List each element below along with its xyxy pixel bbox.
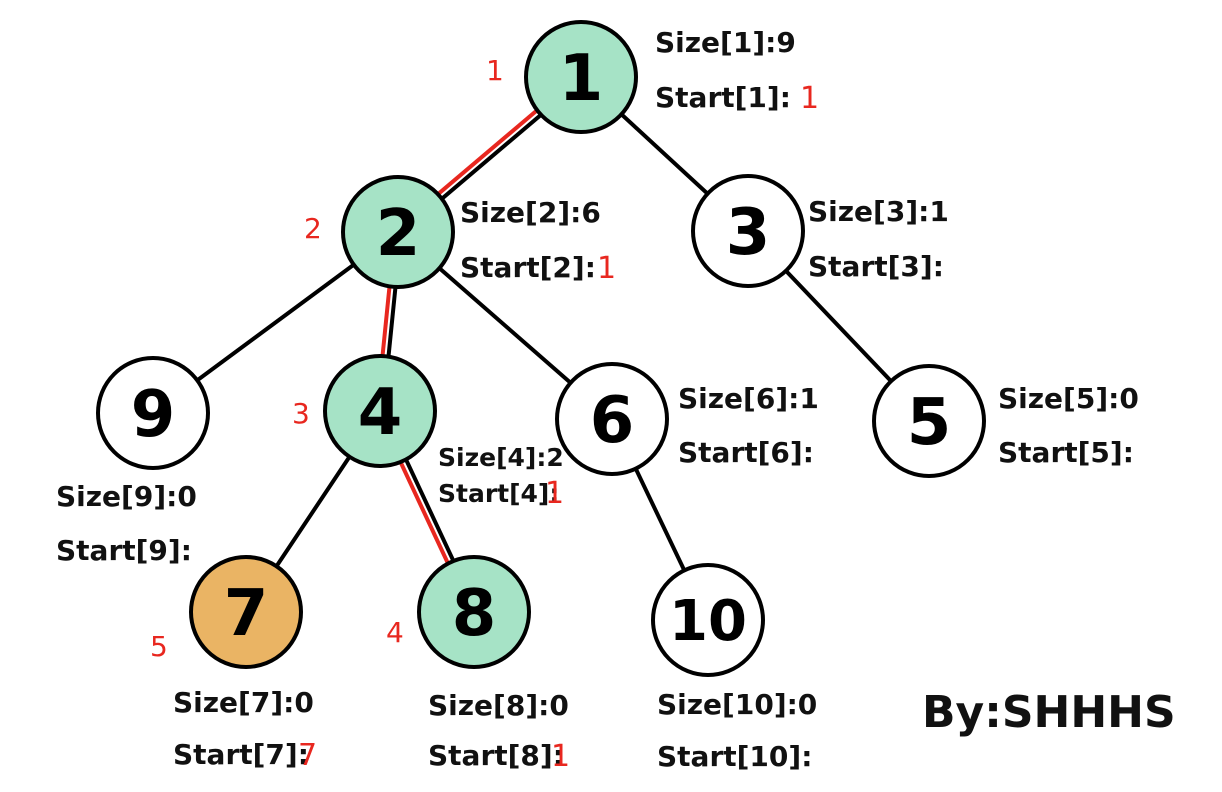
start-label-5: Start[5]: [998, 436, 1134, 469]
node-number-7: 7 [224, 577, 269, 651]
start-label-10: Start[10]: [657, 740, 812, 773]
visit-order-8: 4 [386, 616, 404, 649]
edges-layer [151, 73, 931, 621]
node-circle-5 [872, 364, 986, 478]
node-number-9: 9 [131, 378, 176, 452]
start-value-4: 1 [545, 476, 564, 511]
node-circle-4 [323, 354, 437, 468]
size-label-5: Size[5]:0 [998, 382, 1139, 415]
start-label-4: Start[4]: [438, 479, 559, 508]
tree-node-2: 2 [341, 175, 455, 289]
size-label-7: Size[7]:0 [173, 686, 314, 719]
start-label-8: Start[8]: [428, 739, 564, 772]
visit-order-1: 1 [486, 54, 504, 87]
node-number-6: 6 [590, 384, 635, 458]
tree-node-9: 9 [96, 356, 210, 470]
node-circle-8 [417, 555, 531, 669]
node-circle-2 [341, 175, 455, 289]
tree-node-3: 3 [691, 174, 805, 288]
nodes-layer: 1 2 3 9 4 6 5 7 8 10 [96, 20, 986, 677]
start-value-8: 1 [551, 739, 570, 774]
node-number-2: 2 [376, 197, 421, 271]
start-label-1: Start[1]: [655, 81, 791, 114]
labels-layer: Size[1]:9Start[1]:11Size[2]:6Start[2]:12… [56, 26, 1139, 774]
tree-node-10: 10 [651, 563, 765, 677]
start-value-1: 1 [800, 81, 819, 116]
author-credit: By:SHHHS [922, 687, 1176, 738]
start-value-7: 7 [298, 738, 317, 773]
tree-node-4: 4 [323, 354, 437, 468]
start-value-2: 1 [597, 251, 616, 286]
node-number-3: 3 [726, 196, 771, 270]
start-label-9: Start[9]: [56, 534, 192, 567]
node-circle-1 [524, 20, 638, 134]
start-label-3: Start[3]: [808, 250, 944, 283]
size-label-8: Size[8]:0 [428, 689, 569, 722]
size-label-2: Size[2]:6 [460, 196, 601, 229]
node-number-8: 8 [452, 577, 497, 651]
tree-node-5: 5 [872, 364, 986, 478]
visit-order-7: 5 [150, 630, 168, 663]
visit-order-4: 3 [292, 397, 310, 430]
start-label-2: Start[2]: [460, 251, 596, 284]
node-circle-10 [651, 563, 765, 677]
node-number-10: 10 [669, 589, 747, 654]
tree-node-6: 6 [555, 362, 669, 476]
size-label-10: Size[10]:0 [657, 688, 817, 721]
tree-node-8: 8 [417, 555, 531, 669]
node-number-5: 5 [907, 386, 952, 460]
node-circle-9 [96, 356, 210, 470]
tree-node-1: 1 [524, 20, 638, 134]
size-label-6: Size[6]:1 [678, 382, 819, 415]
node-circle-7 [189, 555, 303, 669]
node-circle-6 [555, 362, 669, 476]
start-label-7: Start[7]: [173, 738, 309, 771]
node-circle-3 [691, 174, 805, 288]
size-label-3: Size[3]:1 [808, 195, 949, 228]
node-number-1: 1 [559, 42, 604, 116]
visit-order-2: 2 [304, 212, 322, 245]
size-label-1: Size[1]:9 [655, 26, 796, 59]
tree-node-7: 7 [189, 555, 303, 669]
size-label-9: Size[9]:0 [56, 480, 197, 513]
start-label-6: Start[6]: [678, 436, 814, 469]
size-label-4: Size[4]:2 [438, 443, 564, 472]
node-number-4: 4 [358, 376, 403, 450]
